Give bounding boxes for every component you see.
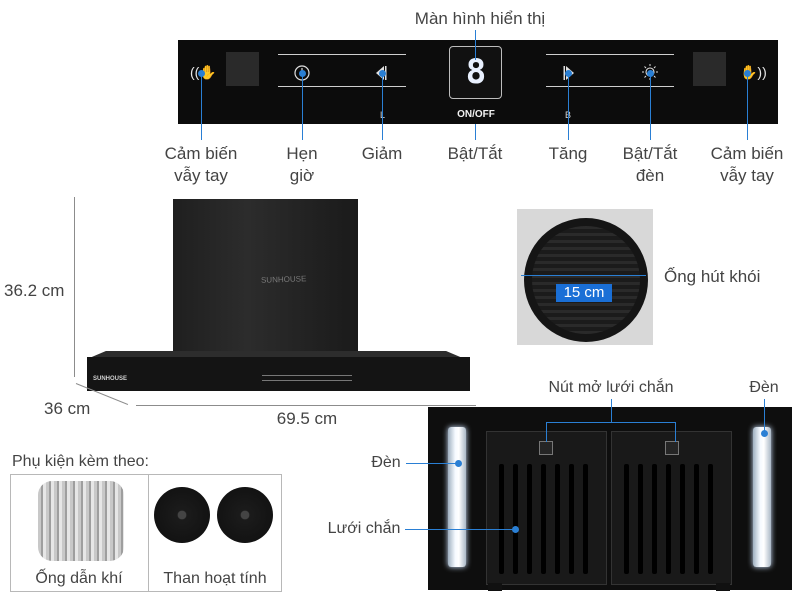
callout-dot	[647, 70, 654, 77]
light-bulb-icon[interactable]	[640, 62, 660, 82]
carbon-filter-image	[217, 487, 273, 543]
callout-line	[302, 73, 303, 140]
height-dimension: 36.2 cm	[4, 281, 65, 300]
callout-line	[747, 73, 748, 140]
air-duct-image	[38, 481, 124, 561]
accessories-divider	[148, 474, 149, 592]
right-sensor-window	[693, 52, 726, 86]
left-touch-bar	[278, 54, 406, 55]
callout-line	[475, 124, 476, 140]
hood-control-strip	[262, 375, 352, 381]
right-touch-bar-bottom	[546, 86, 674, 87]
air-duct-label: Ống dẫn khí	[35, 570, 123, 587]
right-touch-bar	[546, 54, 674, 55]
callout-dot	[379, 70, 386, 77]
increase-label: Tăng	[548, 144, 588, 163]
left-lamp	[448, 427, 466, 567]
callout-line	[382, 73, 383, 140]
display-digit: 8	[465, 52, 488, 92]
pipe-ring	[524, 218, 648, 342]
callout-line	[568, 73, 569, 140]
pipe-diameter-arrow	[521, 275, 646, 276]
left-sensor-window	[226, 52, 259, 86]
chimney-brand: SUNHOUSE	[260, 274, 307, 285]
carbon-filter-image	[154, 487, 210, 543]
carbon-filter-label: Than hoạt tính	[163, 570, 267, 587]
callout-dot	[744, 70, 751, 77]
filter-release-button-right[interactable]	[665, 441, 679, 455]
callout-line	[475, 30, 476, 60]
callout-dot	[299, 70, 306, 77]
callout-line	[650, 73, 651, 140]
right-lamp	[753, 427, 771, 567]
accessories-box	[10, 474, 282, 592]
width-dimension: 69.5 cm	[276, 409, 338, 428]
filter-label: Lưới chắn	[327, 520, 401, 537]
onoff-caption[interactable]: ON/OFF	[457, 109, 495, 120]
grease-filter-right[interactable]	[611, 431, 732, 585]
callout-dot	[761, 430, 768, 437]
callout-dot	[512, 526, 519, 533]
display-label: Màn hình hiển thị	[414, 9, 546, 28]
pipe-caption: Ống hút khói	[664, 267, 761, 286]
width-dimension-line	[136, 405, 476, 406]
callout-line	[764, 399, 765, 433]
control-panel: ((✋ L 8 ON/OFF B ✋))	[178, 40, 778, 124]
hood-chimney: SUNHOUSE	[173, 199, 358, 359]
hood-underside	[428, 407, 792, 591]
callout-line	[405, 529, 515, 530]
callout-line	[201, 73, 202, 140]
height-dimension-line	[74, 197, 75, 377]
callout-line	[546, 422, 676, 423]
callout-dot	[565, 70, 572, 77]
lamp-left-label: Đèn	[371, 454, 401, 471]
depth-dimension: 36 cm	[44, 399, 91, 418]
callout-line	[675, 422, 676, 442]
callout-line	[611, 399, 612, 422]
callout-dot	[198, 70, 205, 77]
pipe-diameter-tag: 15 cm	[556, 284, 612, 302]
hood-brand-logo: SUNHOUSE	[93, 376, 128, 382]
hood-canopy: SUNHOUSE	[87, 357, 470, 391]
callout-line	[546, 422, 547, 442]
callout-line	[406, 463, 458, 464]
filter-release-button-left[interactable]	[539, 441, 553, 455]
accessories-title: Phụ kiện kèm theo:	[12, 453, 149, 470]
filter-release-label: Nút mở lưới chắn	[548, 379, 674, 396]
left-touch-bar-bottom	[278, 86, 406, 87]
callout-dot	[455, 460, 462, 467]
grease-filter-left[interactable]	[486, 431, 607, 585]
decrease-label: Giảm	[361, 144, 403, 163]
hood-canopy-top	[87, 351, 465, 359]
lamp-right-label: Đèn	[749, 379, 779, 396]
power-label: Bật/Tắt	[447, 144, 503, 163]
exhaust-pipe-photo	[517, 209, 653, 345]
